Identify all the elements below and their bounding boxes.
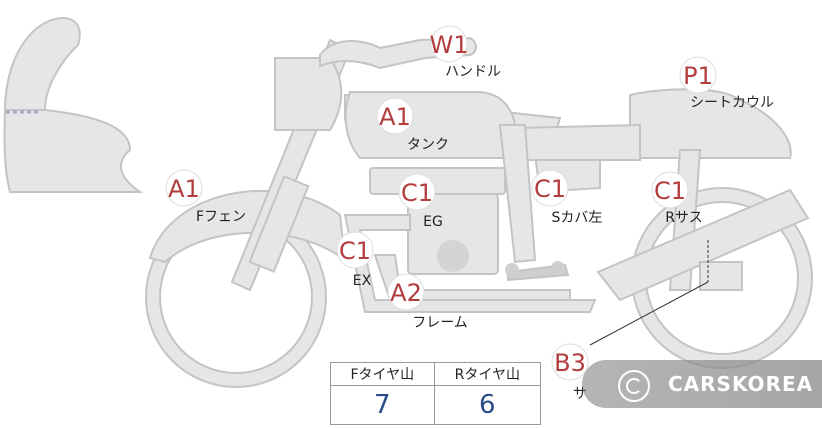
- windscreen-shape: [3, 16, 81, 111]
- badge-c1-ex: C1 EX: [336, 231, 374, 289]
- engine-top-shape: [369, 167, 506, 195]
- badge-c1-sidecover: C1 Sカバ左: [531, 169, 603, 226]
- badge-code: A2: [390, 279, 422, 307]
- carskorea-logo-icon: [618, 370, 650, 402]
- badge-code: A1: [379, 103, 411, 131]
- part-label: タンク: [407, 137, 449, 153]
- cowl-shape: [3, 109, 144, 193]
- badge-code: A1: [168, 175, 200, 203]
- seat-shape: [514, 123, 641, 161]
- badge-code: W1: [430, 31, 469, 59]
- part-label: ハンドル: [445, 64, 501, 80]
- headlight-shape: [274, 57, 343, 131]
- badge-p1: P1 シートカウル: [679, 56, 774, 111]
- rear-tire-header: Rタイヤ山: [433, 362, 542, 386]
- badge-w1: W1 ハンドル: [430, 25, 501, 80]
- part-label: EX: [353, 273, 372, 289]
- badge-code: C1: [534, 175, 566, 203]
- part-label: EG: [423, 214, 443, 230]
- part-label: Fフェン: [196, 209, 246, 225]
- part-label: シートカウル: [690, 95, 774, 111]
- muffler-end-shape: [699, 261, 743, 291]
- badge-code: C1: [339, 237, 371, 265]
- watermark-text: CARSKOREA: [668, 372, 814, 396]
- fork-tube-shape: [248, 175, 310, 273]
- engine-cover-shape: [437, 240, 469, 272]
- badge-b3: B3 サ: [551, 343, 589, 402]
- badge-c1-rsus: C1 Rサス: [651, 171, 703, 226]
- seat-cowl-shape: [629, 88, 792, 159]
- part-label: フレーム: [412, 315, 468, 331]
- carskorea-watermark: CARSKOREA: [582, 360, 822, 408]
- badge-a1-tank: A1 タンク: [376, 97, 449, 153]
- badge-a1-fender: A1 Fフェン: [165, 169, 246, 225]
- rear-tire-value: 6: [433, 385, 542, 425]
- exhaust-pipe-shape: [343, 214, 597, 313]
- part-label: Rサス: [665, 210, 702, 226]
- badge-code: C1: [401, 179, 433, 207]
- badge-a2-frame: A2 フレーム: [387, 273, 468, 331]
- engine-body-shape: [407, 193, 499, 275]
- tire-tread-table: Fタイヤ山 Rタイヤ山 7 6: [330, 362, 542, 425]
- badge-code: B3: [554, 349, 586, 377]
- part-label: Sカバ左: [552, 210, 603, 226]
- badge-c1-eg: C1 EG: [398, 173, 443, 230]
- front-tire-header: Fタイヤ山: [330, 362, 435, 386]
- badge-code: P1: [683, 62, 713, 90]
- rear-frame-shape: [498, 124, 537, 264]
- front-tire-value: 7: [330, 385, 435, 425]
- muffler-shape: [596, 188, 810, 302]
- badge-code: C1: [654, 177, 686, 205]
